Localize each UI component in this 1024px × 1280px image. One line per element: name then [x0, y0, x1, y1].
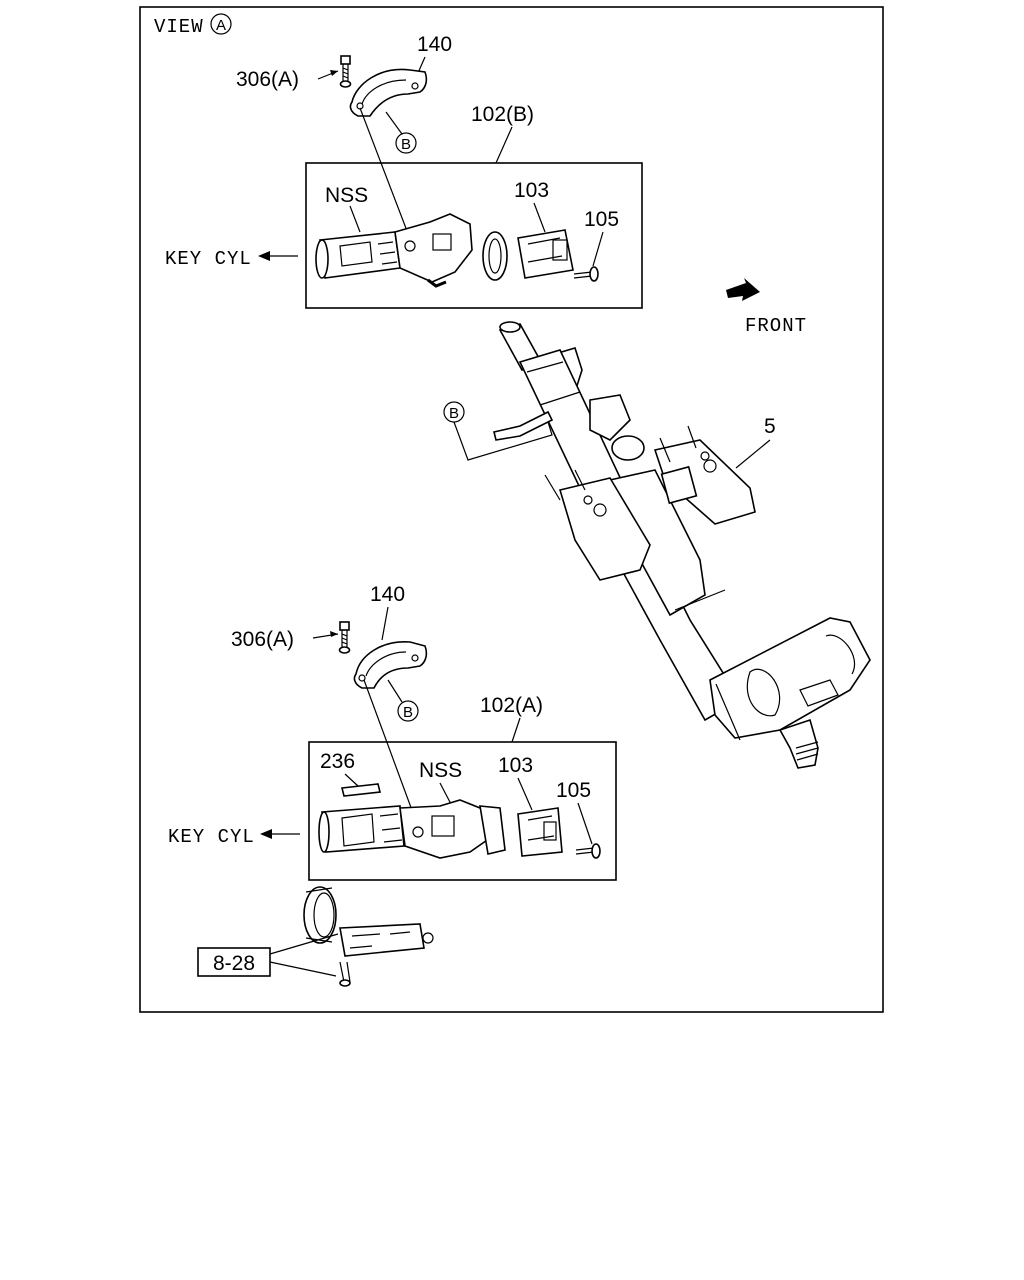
upper-group: 306(A) 140 B 102(B) NSS	[165, 33, 643, 309]
lower-ref-b: B	[387, 679, 419, 722]
lower-group: 140 306(A) B 102(A) 236 N	[168, 583, 617, 881]
column-5-label: 5	[764, 415, 776, 438]
upper-box-label: 102(B)	[471, 103, 534, 126]
lower-bolt-icon	[338, 621, 351, 654]
lower-clamp-icon	[353, 641, 428, 689]
ring-switch-assembly-icon	[303, 886, 434, 987]
front-arrow-icon	[726, 278, 760, 301]
front-indicator: FRONT	[726, 278, 807, 337]
upper-key-cylinder-box	[305, 162, 643, 309]
upper-clamp-label: 140	[417, 33, 452, 56]
column-ref-b: B	[443, 401, 554, 461]
upper-ref-b: B	[385, 111, 417, 154]
lower-box-label: 102(A)	[480, 694, 543, 717]
lower-switch-103-icon	[517, 807, 563, 857]
view-marker: A	[210, 13, 232, 35]
upper-bolt-label: 306(A)	[236, 68, 299, 91]
lower-bolt-label: 306(A)	[231, 628, 294, 651]
ref-8-28-label: 8-28	[213, 952, 255, 975]
lower-clamp-label: 140	[370, 583, 405, 606]
front-label: FRONT	[745, 315, 807, 337]
lower-key-cyl-arrow-icon	[260, 829, 272, 839]
upper-103-label: 103	[514, 179, 549, 202]
upper-screw-105-icon	[573, 266, 599, 282]
lower-key-236-icon	[341, 783, 381, 797]
view-label: VIEW	[154, 16, 204, 38]
upper-bolt-icon	[339, 55, 352, 88]
lower-key-cyl-label: KEY CYL	[168, 826, 255, 848]
lower-screw-105-icon	[575, 843, 601, 859]
upper-key-cylinder-icon	[315, 213, 508, 288]
upper-key-cyl-arrow-icon	[258, 251, 270, 261]
upper-switch-103-icon	[517, 229, 574, 279]
lower-105-label: 105	[556, 779, 591, 802]
lower-ref-b-text: B	[403, 704, 413, 721]
lower-236-label: 236	[320, 750, 355, 773]
column-ref-b-text: B	[449, 405, 459, 422]
lower-nss-label: NSS	[419, 759, 462, 782]
upper-key-cyl-label: KEY CYL	[165, 248, 252, 270]
upper-105-label: 105	[584, 208, 619, 231]
upper-nss-label: NSS	[325, 184, 368, 207]
diagram-frame	[139, 6, 884, 1013]
lower-key-cylinder-box	[308, 741, 617, 881]
steering-column-icon	[498, 321, 871, 769]
view-marker-text: A	[216, 17, 226, 34]
upper-ref-b-text: B	[401, 136, 411, 153]
lower-key-cylinder-icon	[318, 799, 506, 859]
lower-103-label: 103	[498, 754, 533, 777]
upper-clamp-icon	[349, 68, 428, 117]
